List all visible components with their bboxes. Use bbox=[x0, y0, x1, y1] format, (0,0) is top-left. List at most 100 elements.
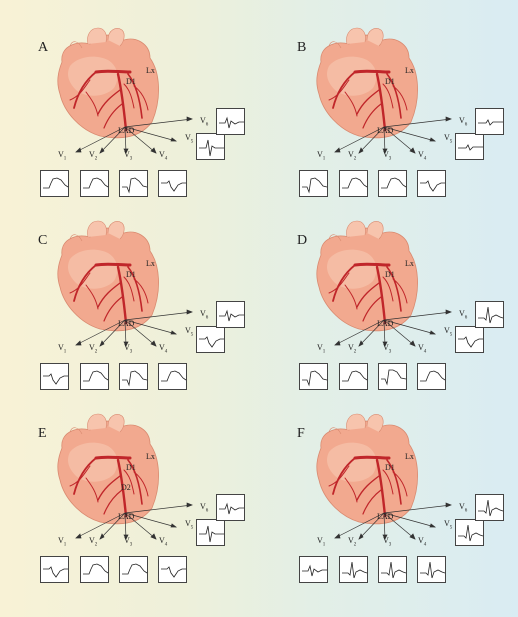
lead-letter: V bbox=[459, 502, 465, 511]
ecg-waveform bbox=[219, 309, 244, 322]
label-lx: Lx bbox=[405, 452, 414, 461]
ecg-trace-v3 bbox=[378, 170, 407, 197]
label-lad: LAD bbox=[118, 319, 135, 328]
label-d1: D1 bbox=[385, 77, 395, 86]
lead-label-v6: V6 bbox=[200, 116, 208, 128]
heart-illustration bbox=[316, 413, 452, 540]
lead-number: 5 bbox=[449, 332, 453, 338]
lead-number: 4 bbox=[164, 542, 168, 548]
ecg-trace-v5 bbox=[196, 326, 225, 353]
ecg-trace-v6 bbox=[475, 108, 504, 135]
lead-label-v1: V1 bbox=[317, 536, 325, 548]
panel-letter: F bbox=[297, 426, 305, 441]
lead-number: 6 bbox=[205, 508, 209, 514]
lead-number: 3 bbox=[388, 349, 392, 355]
label-d1: D1 bbox=[126, 270, 136, 279]
ecg-trace-v6 bbox=[216, 494, 245, 521]
panel-letter: A bbox=[38, 40, 49, 55]
lead-letter: V bbox=[418, 536, 424, 545]
lead-label-v5: V5 bbox=[185, 519, 193, 531]
label-d1: D1 bbox=[126, 463, 136, 472]
lead-number: 1 bbox=[63, 542, 67, 548]
lead-label-v2: V2 bbox=[89, 536, 97, 548]
lead-label-v3: V3 bbox=[124, 150, 132, 162]
ecg-waveform bbox=[381, 369, 407, 386]
coronary-vessels bbox=[328, 69, 408, 132]
lead-number: 6 bbox=[205, 122, 209, 128]
lead-label-v3: V3 bbox=[383, 536, 391, 548]
lead-number: 5 bbox=[190, 525, 194, 531]
lead-letter: V bbox=[89, 343, 95, 352]
label-d1: D1 bbox=[385, 463, 395, 472]
lead-arrows bbox=[75, 116, 193, 154]
ecg-waveform bbox=[478, 499, 504, 517]
lead-letter: V bbox=[459, 116, 465, 125]
ecg-waveform bbox=[122, 370, 148, 387]
lead-letter: V bbox=[200, 116, 206, 125]
label-lx: Lx bbox=[405, 259, 414, 268]
lead-number: 3 bbox=[129, 156, 133, 162]
lead-letter: V bbox=[459, 309, 465, 318]
heart-body bbox=[316, 413, 418, 525]
lead-letter: V bbox=[58, 150, 64, 159]
lead-letter: V bbox=[348, 343, 354, 352]
ecg-trace-v6 bbox=[216, 108, 245, 135]
ecg-waveform bbox=[342, 177, 368, 189]
ecg-trace-v1 bbox=[40, 363, 69, 390]
ecg-waveform bbox=[122, 177, 148, 194]
label-d1: D1 bbox=[385, 270, 395, 279]
lead-number: 4 bbox=[423, 349, 427, 355]
lead-arrows bbox=[334, 116, 452, 154]
lead-number: 1 bbox=[63, 156, 67, 162]
lead-number: 1 bbox=[322, 349, 326, 355]
ecg-waveform bbox=[43, 177, 69, 189]
lead-number: 6 bbox=[464, 508, 468, 514]
ecg-trace-v4 bbox=[417, 363, 446, 390]
ecg-trace-v2 bbox=[80, 363, 109, 390]
heart-illustration bbox=[57, 413, 193, 540]
lead-arrows bbox=[75, 502, 193, 540]
lead-letter: V bbox=[185, 519, 191, 528]
lead-letter: V bbox=[444, 133, 450, 142]
lead-letter: V bbox=[185, 326, 191, 335]
lead-label-v4: V4 bbox=[159, 536, 167, 548]
ecg-waveform bbox=[219, 116, 244, 129]
lead-letter: V bbox=[58, 536, 64, 545]
lead-label-v4: V4 bbox=[159, 150, 167, 162]
ecg-waveform bbox=[199, 139, 224, 157]
lead-letter: V bbox=[317, 536, 323, 545]
lead-label-v4: V4 bbox=[418, 343, 426, 355]
lead-letter: V bbox=[317, 150, 323, 159]
ecg-waveform bbox=[43, 373, 68, 385]
ecg-trace-v5 bbox=[196, 519, 225, 546]
label-d1: D1 bbox=[126, 77, 136, 86]
label-lx: Lx bbox=[405, 66, 414, 75]
ecg-waveform bbox=[458, 524, 484, 542]
lead-label-v5: V5 bbox=[185, 133, 193, 145]
lead-letter: V bbox=[124, 343, 130, 352]
ecg-waveform bbox=[161, 180, 186, 192]
lead-label-v4: V4 bbox=[418, 536, 426, 548]
heart-body bbox=[316, 27, 418, 139]
lead-letter: V bbox=[444, 519, 450, 528]
ecg-trace-v3 bbox=[119, 556, 148, 583]
heart-body bbox=[57, 413, 159, 525]
lead-number: 1 bbox=[322, 542, 326, 548]
lead-number: 2 bbox=[94, 156, 98, 162]
lead-number: 4 bbox=[164, 349, 168, 355]
lead-label-v4: V4 bbox=[159, 343, 167, 355]
ecg-trace-v3 bbox=[378, 556, 407, 583]
panel-letter: B bbox=[297, 40, 307, 55]
ecg-trace-v5 bbox=[455, 519, 484, 546]
label-lad: LAD bbox=[377, 126, 394, 135]
lead-number: 2 bbox=[353, 349, 357, 355]
lead-number: 6 bbox=[464, 122, 468, 128]
lead-label-v2: V2 bbox=[348, 150, 356, 162]
lead-label-v3: V3 bbox=[124, 343, 132, 355]
lead-label-v1: V1 bbox=[58, 343, 66, 355]
ecg-waveform bbox=[381, 177, 407, 189]
heart-body bbox=[316, 220, 418, 332]
